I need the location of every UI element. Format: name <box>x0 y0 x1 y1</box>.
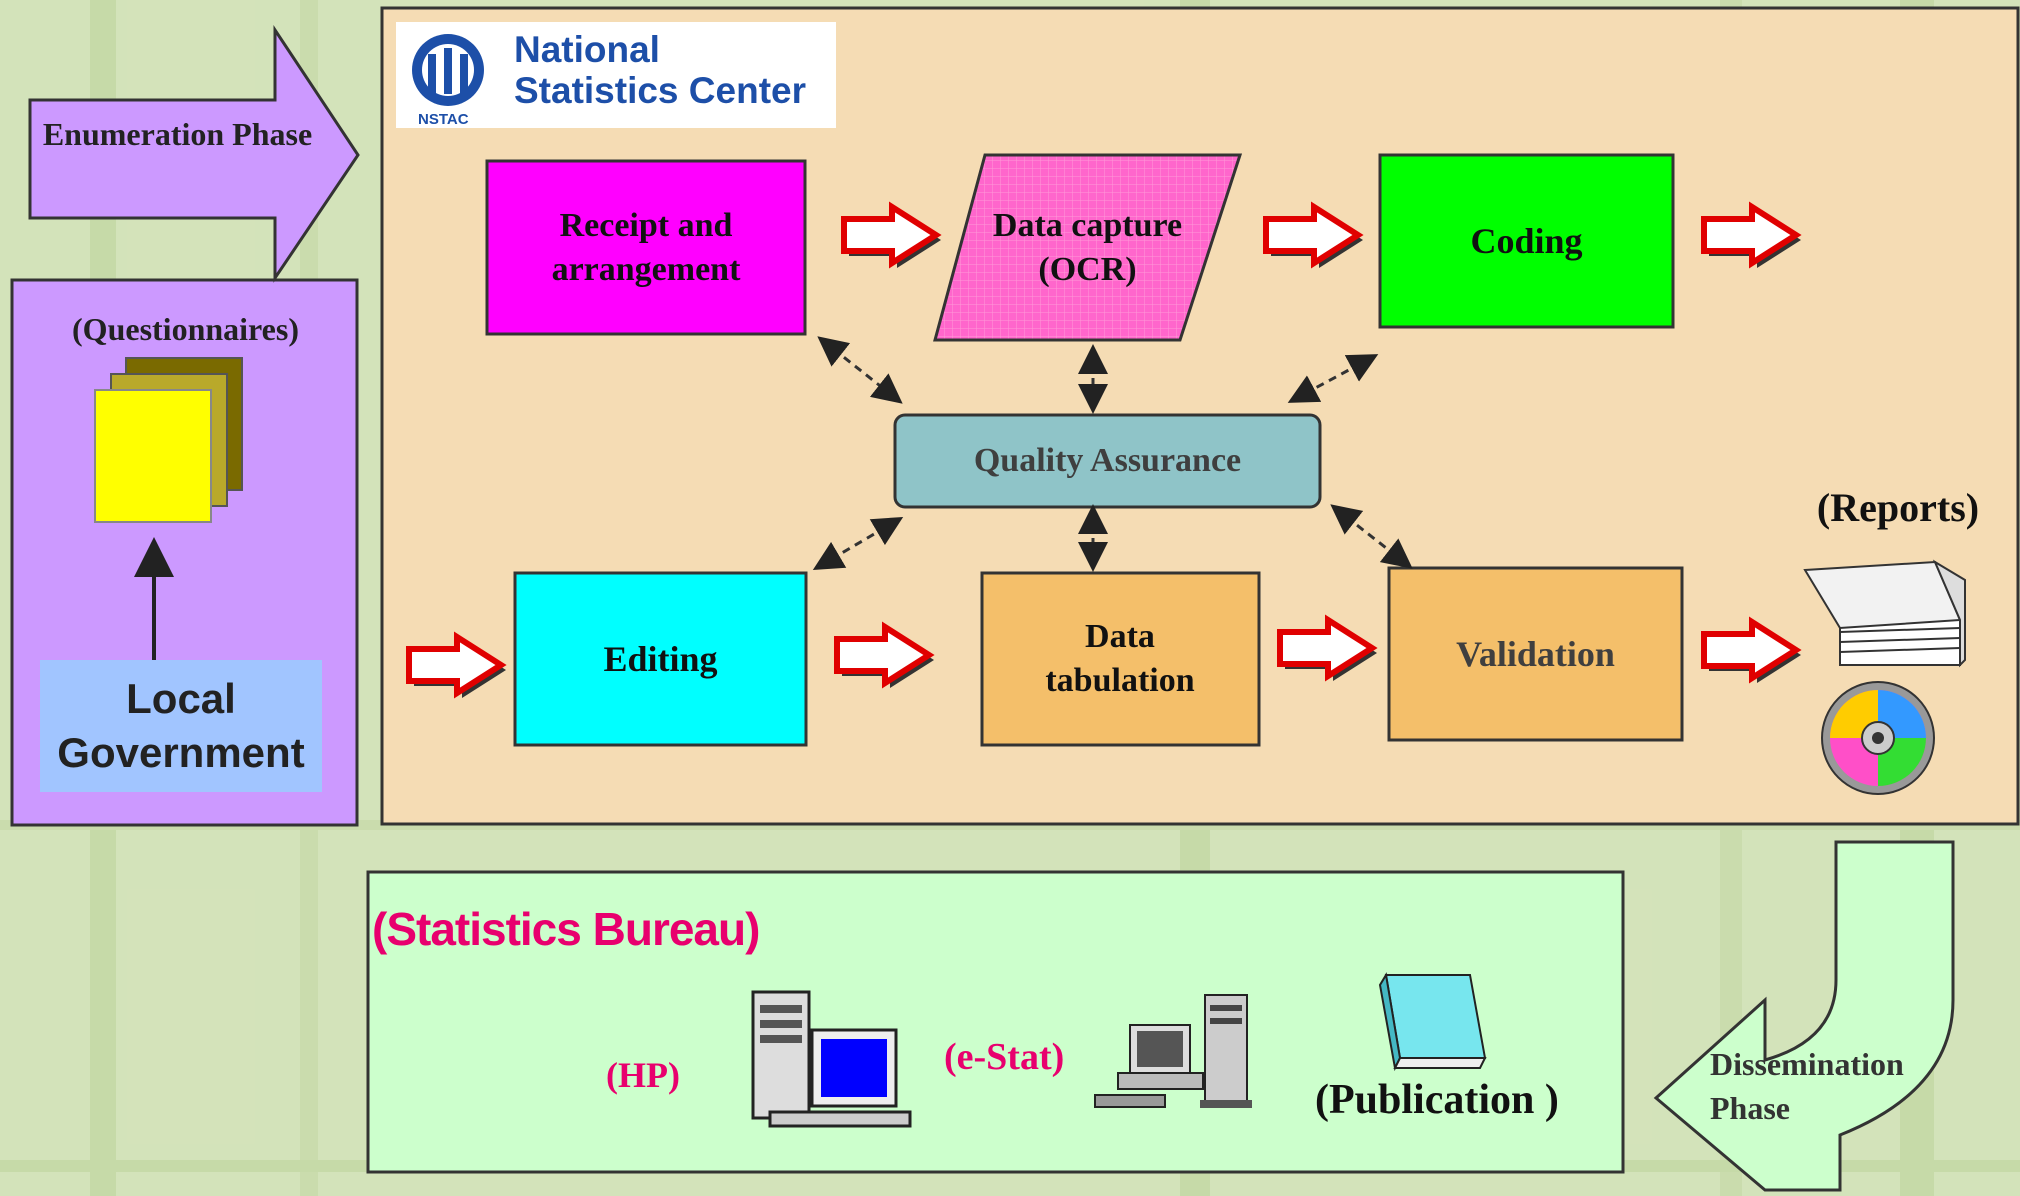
publication-label: (Publication ) <box>1315 1077 1559 1123</box>
coding-box <box>1378 153 1675 329</box>
quality-assurance-label: Quality Assurance <box>973 442 1242 479</box>
publication-book-icon <box>1378 972 1487 1072</box>
reports-label: (Reports) <box>1816 485 1980 530</box>
coding-label: Coding <box>1470 221 1583 261</box>
dissemination-phase-label: Dissemination Phase <box>1710 1046 1904 1126</box>
validation-label: Validation <box>1456 634 1615 674</box>
estat-label: (e-Stat) <box>944 1036 1065 1078</box>
logo-text: National Statistics Center <box>514 30 806 112</box>
reports-paper-icon <box>1803 559 1966 668</box>
local-government-label: Local Government <box>57 675 305 776</box>
questionnaires-label: (Questionnaires) <box>72 311 299 347</box>
editing-box <box>513 571 808 747</box>
receipt-label: Receipt and arrangement <box>551 206 741 288</box>
questionnaires-stack-icon <box>94 357 243 523</box>
editing-label: Editing <box>603 639 718 679</box>
local-government-box <box>40 660 322 792</box>
hp-label: (HP) <box>606 1055 680 1095</box>
qa-connectors <box>812 336 1413 572</box>
enumeration-arrow-shape <box>28 25 360 283</box>
bureau-title: (Statistics Bureau) <box>372 903 760 955</box>
enumeration-phase-label: Enumeration Phase <box>42 116 313 152</box>
data-capture-label: Data capture (OCR) <box>992 206 1183 288</box>
hp-computer-icon <box>751 990 912 1128</box>
logo-acronym: NSTAC <box>418 111 469 128</box>
cd-icon <box>1821 681 1935 795</box>
validation-box <box>1387 566 1684 742</box>
data-capture-box <box>933 153 1243 342</box>
nstac-logo-icon <box>412 34 484 106</box>
logo-line1: National <box>514 29 660 70</box>
dissemination-arrow-shape <box>1653 840 1955 1192</box>
receipt-box <box>485 159 807 336</box>
data-tabulation-label: Data tabulation <box>1045 618 1195 699</box>
data-tabulation-box <box>980 571 1261 747</box>
logo-line2: Statistics Center <box>514 70 806 111</box>
estat-computer-icon <box>1094 994 1252 1108</box>
